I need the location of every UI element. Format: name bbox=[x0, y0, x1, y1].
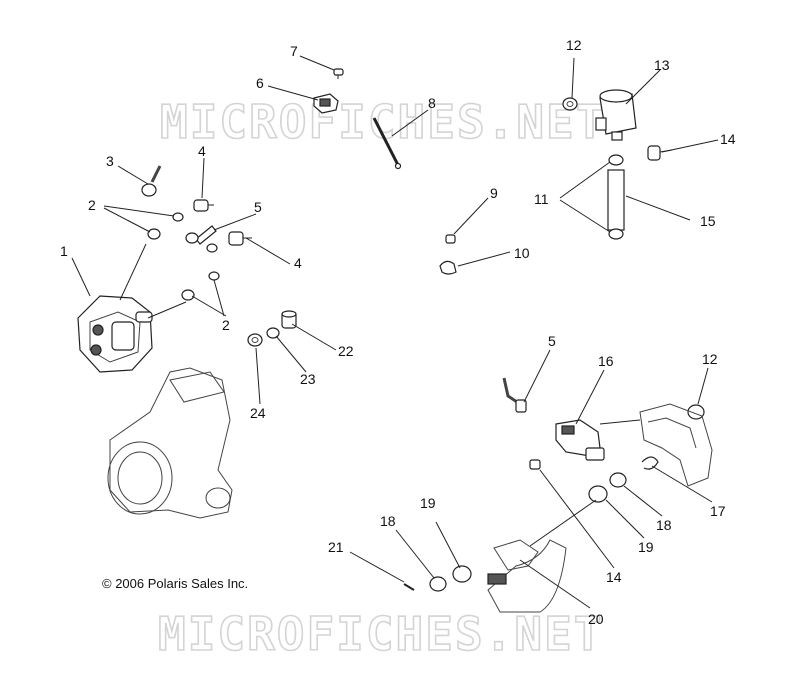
part-17-spring-clip bbox=[641, 456, 659, 470]
part-4-bolt-lower bbox=[228, 231, 252, 246]
callout-9: 9 bbox=[490, 185, 498, 201]
callout-19-right: 19 bbox=[638, 539, 654, 555]
callout-11: 11 bbox=[534, 191, 549, 207]
watermark-bottom: MICROFICHES.NET bbox=[158, 607, 603, 661]
callout-7: 7 bbox=[290, 43, 298, 59]
callout-18-right: 18 bbox=[656, 517, 672, 533]
callout-16: 16 bbox=[598, 353, 614, 369]
part-14-bolt-lower bbox=[529, 459, 541, 470]
part-1-caliper bbox=[77, 295, 153, 373]
part-7-screw bbox=[333, 68, 344, 79]
watermark-top: MICROFICHES.NET bbox=[160, 95, 605, 149]
callout-12-lower: 12 bbox=[702, 351, 718, 367]
part-12-nut-upper bbox=[562, 97, 578, 111]
callout-4-upper: 4 bbox=[198, 143, 206, 159]
callout-18-left: 18 bbox=[380, 513, 396, 529]
callout-22: 22 bbox=[338, 343, 354, 359]
callout-14-upper: 14 bbox=[720, 131, 736, 147]
part-24-washer bbox=[247, 333, 263, 347]
callout-24: 24 bbox=[250, 405, 266, 421]
part-5-fitting-upper bbox=[185, 225, 217, 245]
part-5-fitting-lower bbox=[502, 377, 527, 413]
callout-2-upper: 2 bbox=[88, 197, 96, 213]
part-19-bushing-left bbox=[452, 565, 472, 583]
part-23-washer bbox=[266, 327, 280, 339]
callout-12-upper: 12 bbox=[566, 37, 582, 53]
part-13-reservoir bbox=[595, 89, 637, 141]
callout-21: 21 bbox=[328, 539, 344, 555]
part-9-screw bbox=[445, 234, 456, 244]
part-16-master-cylinder bbox=[555, 419, 605, 461]
callout-4-lower: 4 bbox=[294, 255, 302, 271]
callout-1: 1 bbox=[60, 243, 68, 259]
part-2-washers-upper bbox=[147, 212, 184, 240]
callout-2-lower: 2 bbox=[222, 317, 230, 333]
part-21-cotter-pin bbox=[403, 583, 415, 591]
callout-15: 15 bbox=[700, 213, 716, 229]
part-2-washers-lower bbox=[181, 243, 220, 301]
callout-13: 13 bbox=[654, 57, 670, 73]
callout-8: 8 bbox=[428, 95, 436, 111]
mounting-bracket bbox=[639, 403, 713, 487]
callout-3: 3 bbox=[106, 153, 114, 169]
callout-19-left: 19 bbox=[420, 495, 436, 511]
part-3-hose-end bbox=[141, 165, 162, 197]
part-4-bolt-upper bbox=[193, 199, 214, 212]
leader-lines bbox=[71, 55, 719, 609]
part-6-clamp bbox=[313, 93, 339, 114]
callout-10: 10 bbox=[514, 245, 530, 261]
callout-20: 20 bbox=[588, 611, 604, 627]
part-10-clip bbox=[439, 260, 457, 275]
part-15-hose bbox=[607, 169, 625, 231]
callout-23: 23 bbox=[300, 371, 316, 387]
hub-knuckle-housing bbox=[107, 367, 233, 519]
part-8-rod bbox=[372, 117, 402, 170]
part-20-brake-pedal bbox=[487, 539, 567, 613]
callout-17: 17 bbox=[710, 503, 726, 519]
part-11-clamps bbox=[608, 154, 624, 240]
part-19-bushing-right bbox=[588, 485, 608, 503]
part-14-bolt-upper bbox=[647, 145, 673, 161]
part-18-washer-left bbox=[429, 576, 447, 592]
part-18-washer-right bbox=[609, 472, 627, 488]
callout-6: 6 bbox=[256, 75, 264, 91]
callout-14-lower: 14 bbox=[606, 569, 622, 585]
callout-5-upper: 5 bbox=[254, 199, 262, 215]
copyright-notice: © 2006 Polaris Sales Inc. bbox=[102, 576, 248, 591]
callout-5-lower: 5 bbox=[548, 333, 556, 349]
